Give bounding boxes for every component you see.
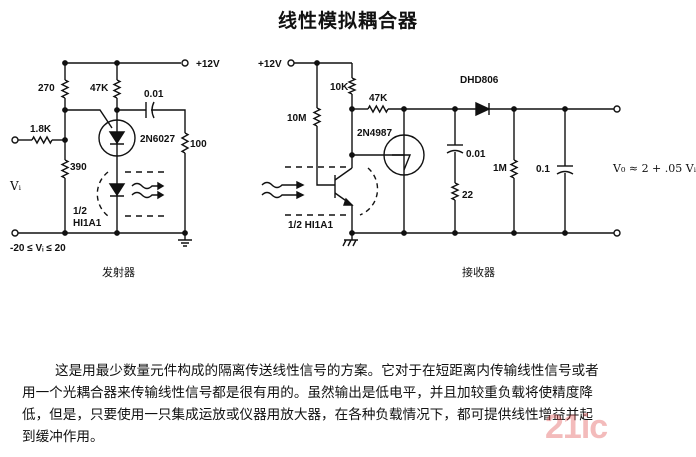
- ground-icon: [342, 233, 358, 247]
- junction-dot: [401, 106, 407, 112]
- receiver-opto-label: 1/2 HI1A1: [288, 220, 333, 231]
- wire: [151, 109, 186, 133]
- emitter-cap-label: 0.01: [144, 89, 164, 100]
- put-2n6027: [98, 119, 136, 157]
- junction-dot: [562, 106, 568, 112]
- receiver-r10k-label: 10K: [330, 82, 349, 93]
- emitter-arrow: [343, 197, 354, 206]
- resistor: [60, 79, 70, 99]
- emitter-r390-label: 390: [70, 162, 87, 173]
- receiver-supply-label: +12V: [258, 59, 282, 70]
- optocoupler-outline: [359, 167, 379, 216]
- ground-icon: [178, 235, 192, 247]
- receiver-diode-label: DHD806: [460, 75, 499, 86]
- arrow-icon: [157, 181, 165, 200]
- resistor: [112, 79, 122, 99]
- components: [31, 77, 574, 247]
- junction-dot: [511, 106, 517, 112]
- emitter-input-label: Vᵢ: [9, 179, 22, 193]
- emitter-opto-label-2: HI1A1: [73, 218, 102, 229]
- emitter-supply-label: +12V: [196, 59, 220, 70]
- emitter-put-label: 2N6027: [140, 134, 175, 145]
- optocoupler-outline: [125, 171, 165, 217]
- terminal: [613, 105, 621, 113]
- put-2n4987: [383, 134, 425, 176]
- receiver-r47k-label: 47K: [369, 93, 388, 104]
- paragraph-line: 到缓冲作用。: [22, 429, 104, 445]
- terminal: [181, 59, 189, 67]
- junction-dot: [62, 230, 68, 236]
- paragraph-line: 这是用最少数量元件构成的隔离传送线性信号的方案。它对于在短距离内传输线性信号或者: [55, 363, 599, 379]
- emitter-r100-label: 100: [190, 139, 207, 150]
- capacitor-plate: [556, 170, 574, 175]
- receiver-put-label: 2N4987: [357, 128, 392, 139]
- emitter-r270-label: 270: [38, 83, 55, 94]
- diode-dhd806: [475, 101, 491, 117]
- receiver-r10m-label: 10M: [287, 113, 306, 124]
- emitter-opto-label-1: 1/2: [73, 206, 87, 217]
- emitter-r18k-label: 1.8K: [30, 124, 52, 135]
- receiver-r1m-label: 1M: [493, 163, 507, 174]
- watermark-logo: 21ic: [545, 408, 608, 446]
- paragraph-line: 用一个光耦合器来传输线性信号都是很有用的。虽然输出是低电平，并且加较重负载将使精…: [22, 385, 593, 401]
- capacitor-plate: [151, 101, 155, 119]
- resistor: [367, 104, 389, 114]
- receiver-c001-label: 0.01: [466, 149, 486, 160]
- terminal: [11, 229, 19, 237]
- light-emission-icon: [131, 182, 158, 199]
- capacitor-plate: [446, 149, 464, 154]
- emitter-r47k-label: 47K: [90, 83, 109, 94]
- diode: [108, 183, 126, 197]
- put-symbol: [392, 154, 412, 171]
- resistor: [450, 182, 460, 201]
- paragraph-line: 低，但是，只要使用一只集成运放或仪器用放大器，在各种负载情况下，都可提供线性增益…: [22, 407, 593, 423]
- wires: [11, 59, 621, 237]
- terminal: [613, 229, 621, 237]
- emitter-range-label: -20 ≤ Vᵢ ≤ 20: [10, 243, 66, 254]
- receiver-output-label: V₀ ≈ 2 + .05 Vᵢ: [612, 162, 696, 175]
- resistor: [31, 135, 53, 145]
- terminal: [11, 136, 19, 144]
- description-paragraph: 这是用最少数量元件构成的隔离传送线性信号的方案。它对于在短距离内传输线性信号或者…: [22, 360, 682, 448]
- junction-dot: [452, 106, 458, 112]
- arrow-icon: [296, 180, 305, 200]
- light-input-icon: [261, 181, 297, 199]
- wire: [334, 167, 353, 181]
- resistor: [347, 77, 357, 95]
- junction-dot: [182, 230, 188, 236]
- emitter-caption: 发射器: [102, 265, 135, 279]
- diode: [108, 131, 126, 145]
- resistor: [180, 132, 190, 154]
- circuit-schematic: +12V 270 47K 0.01 1.8K 2N6027 100 390 Vᵢ…: [9, 59, 696, 279]
- page-title: 线性模拟耦合器: [277, 10, 418, 32]
- resistor: [60, 159, 70, 179]
- terminal: [287, 59, 295, 67]
- resistor: [312, 107, 322, 127]
- receiver-c01-label: 0.1: [536, 164, 550, 175]
- optocoupler-outline: [96, 171, 109, 217]
- resistor: [509, 159, 519, 179]
- wire: [316, 126, 335, 186]
- wire: [334, 192, 353, 233]
- receiver-caption: 接收器: [462, 265, 495, 279]
- receiver-r22-label: 22: [462, 190, 474, 201]
- junction-dot: [114, 230, 120, 236]
